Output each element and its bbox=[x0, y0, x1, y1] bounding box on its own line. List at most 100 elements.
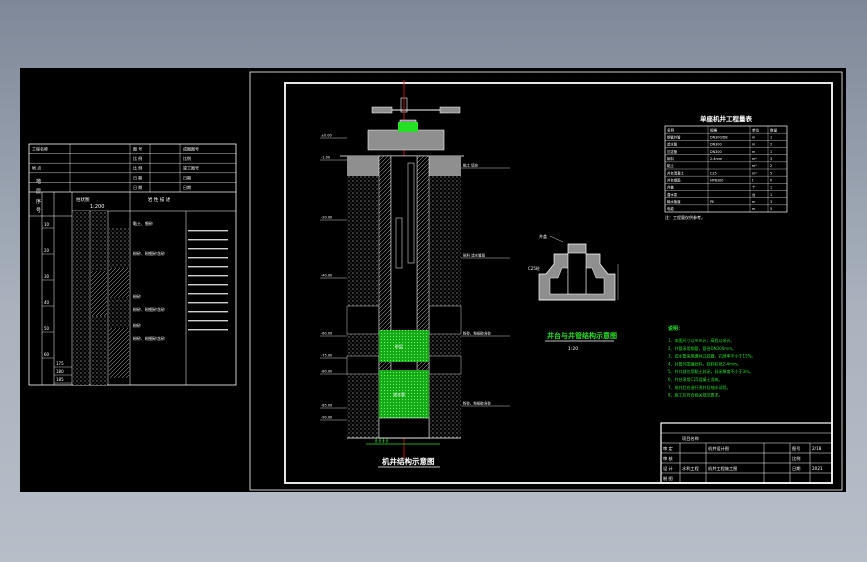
lithology-label: 黏土、细砂 bbox=[133, 220, 153, 226]
table-cell: 个 bbox=[752, 185, 756, 190]
table-cell: 2-4mm bbox=[710, 157, 723, 161]
elevation-callout: -40.00 bbox=[321, 274, 332, 278]
cad-drawing[interactable]: 工程名称图 号成图图号比 例比例地 点比 例竣工图号日 期日期日 期日期 地 层… bbox=[20, 68, 846, 492]
table-cell: 1 bbox=[770, 136, 772, 140]
well-label-sand: 砂层 bbox=[395, 343, 403, 349]
table-cell: 1 bbox=[770, 150, 772, 154]
table-cell: 2 bbox=[770, 164, 772, 168]
inner-frame bbox=[284, 82, 833, 484]
left-header-cell: 比 例 bbox=[133, 165, 142, 171]
description-line bbox=[188, 293, 228, 295]
table-cell: 黏土 bbox=[667, 163, 674, 168]
well-head-detail: 井盖 C25砼 井台与井管结构示意图 1:20 bbox=[528, 233, 619, 352]
lithology-label: 粉砂、粉细砂含砂 bbox=[133, 335, 165, 341]
strata-callout: 粉砂、粉细砂含砂 bbox=[463, 331, 491, 336]
depth-label: 10 bbox=[44, 222, 50, 227]
bottom-depth-labels: 175 180 185 bbox=[54, 361, 72, 384]
svg-text:井盖: 井盖 bbox=[539, 233, 547, 239]
side-label-1: 层 bbox=[36, 189, 41, 195]
description-line bbox=[188, 230, 228, 232]
left-header-cell: 工程名称 bbox=[32, 146, 48, 152]
elevation-callout: -85.00 bbox=[321, 404, 332, 408]
description-line bbox=[188, 311, 228, 313]
notes-list: 1、本图尺寸以mm计，高程以米计。2、井管采用钢管，管径DN300mm。3、滤水… bbox=[668, 337, 755, 398]
col-header-0: 柱状图 bbox=[76, 196, 90, 203]
svg-text:C25砼: C25砼 bbox=[528, 265, 540, 271]
description-line bbox=[188, 329, 228, 331]
table-cell: t bbox=[752, 179, 754, 183]
quantity-table-title: 单座机井工程量表 bbox=[700, 114, 753, 123]
table-cell: 井台钢筋 bbox=[667, 178, 681, 183]
log-column-b2 bbox=[91, 271, 107, 316]
strata-callout: 黏土 填充 bbox=[463, 163, 479, 168]
table-cell: C25 bbox=[710, 171, 717, 175]
lithology-label: 粉砂 bbox=[133, 322, 141, 328]
description-line bbox=[188, 266, 228, 268]
table-cell: 0 bbox=[770, 179, 772, 183]
table-cell: m³ bbox=[752, 171, 757, 175]
note-line: 4、井管外围填砾料，砾料粒径2-4mm。 bbox=[668, 360, 741, 366]
log-column-a bbox=[73, 211, 89, 385]
log-column-b1 bbox=[91, 211, 107, 271]
depth-label: 20 bbox=[44, 248, 50, 253]
bottom-depth-label: 175 bbox=[56, 361, 64, 366]
depth-label: 30 bbox=[44, 274, 50, 279]
table-cell: DN300 bbox=[710, 143, 722, 147]
title-block-cell: 2021 bbox=[812, 466, 823, 471]
note-line: 8、施工应符合相关规范要求。 bbox=[668, 392, 723, 398]
table-cell: 1 bbox=[770, 186, 772, 190]
left-sheet-frame bbox=[28, 143, 237, 386]
main-sheet: 砂层 滤水管 ╫ ╫ ╫ ╫ ±0.00-1.00-20.00-40.00-60… bbox=[249, 71, 843, 491]
table-cell: 潜水泵 bbox=[667, 192, 678, 197]
side-label-0: 地 bbox=[36, 178, 41, 185]
filter-zone-upper bbox=[379, 330, 429, 362]
table-cell: 井台混凝土 bbox=[667, 170, 685, 175]
table-cell: HPB300 bbox=[710, 179, 723, 183]
table-cell: 滤水管 bbox=[667, 142, 678, 147]
elevation-callout: -60.00 bbox=[321, 332, 332, 336]
table-cell: m bbox=[752, 200, 756, 204]
log-column-c2 bbox=[109, 268, 129, 298]
log-column-c3 bbox=[109, 298, 129, 328]
table-header: 规格 bbox=[710, 127, 718, 132]
table-cell: 砾料 bbox=[667, 156, 674, 161]
note-line: 5、井口部位用黏土封闭，封闭厚度不小于3m。 bbox=[668, 368, 753, 374]
table-cell: DN300/D8 bbox=[710, 136, 728, 140]
bottom-depth-label: 180 bbox=[56, 369, 64, 374]
table-cell: DN300 bbox=[710, 150, 722, 154]
title-block-cell: 图号 bbox=[792, 446, 800, 452]
table-header: 名称 bbox=[667, 127, 675, 132]
left-header-cell: 地 点 bbox=[32, 165, 41, 171]
elevation-callout: -1.00 bbox=[321, 156, 330, 160]
surround-right bbox=[429, 156, 461, 438]
side-label-2: 序 bbox=[36, 198, 41, 205]
bottom-depth-label: 185 bbox=[56, 377, 64, 382]
section-title: 机井结构示意图 bbox=[382, 456, 435, 466]
left-header-cell: 成图图号 bbox=[183, 146, 199, 152]
table-cell: 沉淀管 bbox=[667, 149, 678, 154]
side-label-3: 号 bbox=[36, 208, 41, 214]
description-line bbox=[188, 320, 228, 322]
well-section: 砂层 滤水管 ╫ ╫ ╫ ╫ ±0.00-1.00-20.00-40.00-60… bbox=[320, 80, 510, 468]
left-header-cell: 日 期 bbox=[133, 174, 142, 180]
col-header-1: 岩 性 描 述 bbox=[148, 196, 171, 203]
note-line: 6、井台采用C25混凝土浇筑。 bbox=[668, 376, 722, 382]
note-line: 2、井管采用钢管，管径DN300mm。 bbox=[668, 345, 736, 351]
elevation-callout: ±0.00 bbox=[321, 134, 332, 138]
table-cell: 井盖 bbox=[667, 185, 674, 190]
table-cell: m bbox=[752, 136, 756, 140]
cad-model-space[interactable]: 工程名称图 号成图图号比 例比例地 点比 例竣工图号日 期日期日 期日期 地 层… bbox=[20, 68, 846, 492]
left-header-cell: 比 例 bbox=[133, 155, 142, 161]
left-header-cell: 竣工图号 bbox=[183, 165, 199, 171]
table-cell: 2 bbox=[770, 143, 772, 147]
title-block-cell: 水利工程 bbox=[682, 465, 700, 472]
table-cell: 台 bbox=[752, 192, 756, 197]
table-cell: 1 bbox=[770, 193, 772, 197]
lithology-label: 粉砂 bbox=[133, 293, 141, 299]
strata-callout: 砾料 滤水管段 bbox=[463, 253, 486, 258]
